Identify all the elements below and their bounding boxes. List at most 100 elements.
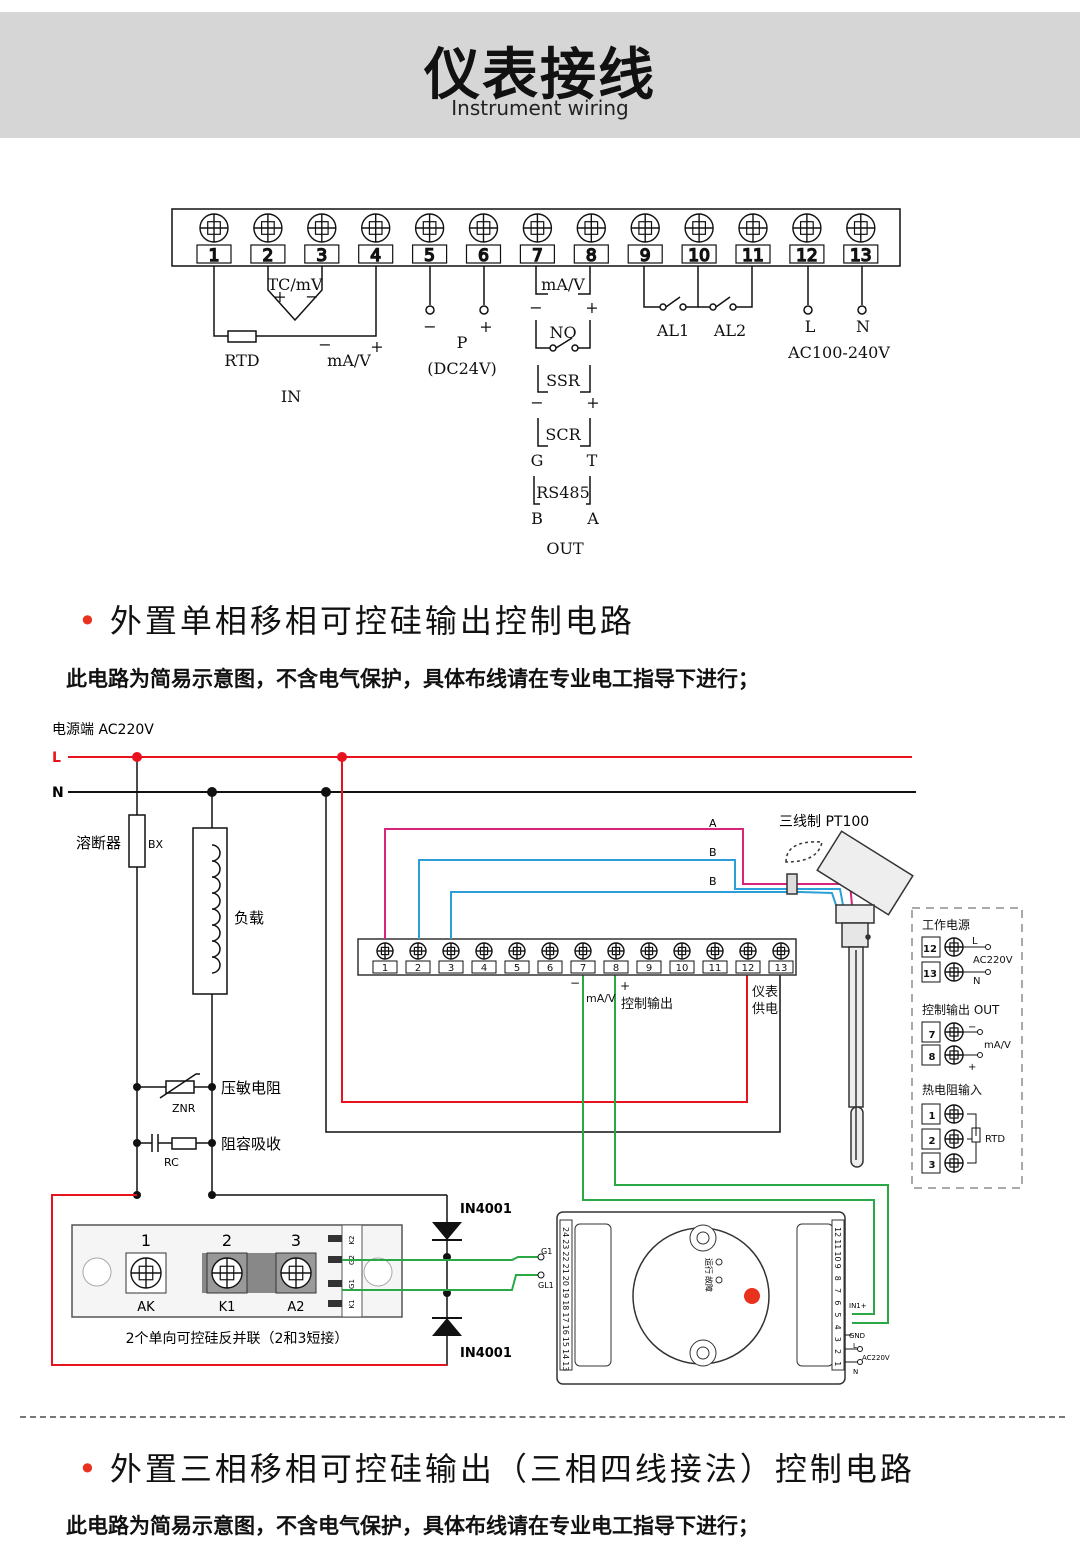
trigger-right-terminal-11: 11 bbox=[833, 1239, 842, 1249]
terminal-number-4: 4 bbox=[370, 246, 381, 266]
scr-label: SCR bbox=[545, 425, 581, 444]
scr-label-a2: A2 bbox=[287, 1300, 304, 1315]
in-ma-v: mA/V bbox=[327, 351, 371, 370]
instrument-terminal-1: 1 bbox=[382, 963, 388, 974]
trigger-left-terminal-22: 22 bbox=[561, 1251, 570, 1261]
legend-screw-1 bbox=[944, 1104, 964, 1124]
load-label: 负载 bbox=[234, 909, 264, 927]
section2-title-text: 外置三相移相可控硅输出（三相四线接法）控制电路 bbox=[109, 1450, 915, 1488]
inst-power-label-2: 供电 bbox=[752, 1002, 778, 1017]
legend-screw-2 bbox=[944, 1129, 964, 1149]
legend-screw-8 bbox=[944, 1045, 964, 1065]
terminal-screw-1 bbox=[199, 213, 229, 243]
diode-bottom-label: IN4001 bbox=[460, 1346, 512, 1361]
legend-ma-v: mA/V bbox=[984, 1040, 1011, 1051]
ctrl-plus: + bbox=[620, 979, 630, 993]
trigger-right-terminal-9: 9 bbox=[833, 1264, 842, 1269]
terminal-screw-10 bbox=[684, 213, 714, 243]
trigger-right-terminal-6: 6 bbox=[833, 1300, 842, 1305]
terminal-screw-7 bbox=[522, 213, 553, 243]
diode-top bbox=[432, 1222, 462, 1240]
terminal-screw-2 bbox=[253, 213, 283, 243]
legend-work-power: 工作电源 bbox=[922, 918, 970, 932]
znr-label: ZNR bbox=[172, 1102, 196, 1115]
instrument-screw-12 bbox=[739, 942, 757, 960]
scr-screw-1 bbox=[130, 1257, 162, 1289]
ctrl-ma-v: mA/V bbox=[586, 992, 616, 1005]
out-ma-v: mA/V bbox=[541, 275, 585, 294]
al2-label: AL2 bbox=[713, 321, 746, 340]
scr-term-2: 2 bbox=[222, 1231, 232, 1250]
instrument-screw-11 bbox=[706, 942, 724, 960]
terminal-number-7: 7 bbox=[532, 246, 543, 266]
legend-t1: 1 bbox=[929, 1111, 936, 1122]
line-n-label: N bbox=[52, 785, 64, 801]
section1-title: •外置单相移相可控硅输出控制电路 bbox=[78, 596, 635, 642]
p-plus: + bbox=[479, 317, 492, 336]
out-minus: − bbox=[529, 298, 542, 317]
legend-minus: − bbox=[968, 1022, 976, 1033]
terminal-screw-9 bbox=[630, 213, 660, 243]
legend-rtd-in: 热电阻输入 bbox=[922, 1082, 982, 1097]
terminal-screw-13 bbox=[846, 213, 876, 243]
legend-screw-12 bbox=[944, 937, 964, 957]
legend-screw-7 bbox=[944, 1022, 964, 1042]
legend-t3: 3 bbox=[929, 1160, 936, 1171]
trigger-left-terminal-23: 23 bbox=[561, 1239, 570, 1249]
terminal-number-1: 1 bbox=[209, 246, 220, 266]
scr-term-3: 3 bbox=[291, 1231, 301, 1250]
legend-ac220v: AC220V bbox=[973, 955, 1013, 966]
instrument-screw-7 bbox=[574, 942, 592, 960]
gnd-label: GND bbox=[849, 1332, 865, 1340]
ssr-label: SSR bbox=[546, 371, 581, 390]
rtd-label: RTD bbox=[224, 351, 259, 370]
terminal-number-11: 11 bbox=[742, 246, 764, 266]
instrument-terminal-6: 6 bbox=[547, 963, 553, 974]
terminal-screw-11 bbox=[738, 213, 768, 243]
section-divider bbox=[20, 1416, 1065, 1418]
instrument-terminal-5: 5 bbox=[514, 963, 520, 974]
legend-screw-13 bbox=[944, 962, 964, 982]
p-minus: − bbox=[423, 317, 436, 336]
scr-label-k1: K1 bbox=[219, 1300, 236, 1315]
dc24v-label: (DC24V) bbox=[427, 359, 496, 378]
diode-top-label: IN4001 bbox=[460, 1202, 512, 1217]
instrument-terminal-10: 10 bbox=[676, 963, 689, 974]
terminal-screw-3 bbox=[307, 213, 337, 243]
circuit-diagram: 电源端 AC220V L N bbox=[51, 722, 1023, 1385]
in-label: IN bbox=[281, 387, 301, 406]
in1-label: IN1+ bbox=[849, 1302, 867, 1310]
instrument-terminal-12: 12 bbox=[742, 963, 755, 974]
instrument-screw-9 bbox=[640, 942, 658, 960]
power-label: 电源端 AC220V bbox=[52, 722, 154, 738]
ac-label: AC100-240V bbox=[787, 343, 890, 362]
legend-l: L bbox=[972, 936, 978, 947]
trigger-left-terminal-14: 14 bbox=[561, 1349, 570, 1359]
bullet-icon: • bbox=[78, 1450, 100, 1488]
trigger-left-terminal-18: 18 bbox=[561, 1300, 570, 1310]
instrument-terminal-11: 11 bbox=[709, 963, 722, 974]
fuse-label: 溶断器 bbox=[76, 834, 121, 852]
trig-n-label: N bbox=[853, 1368, 858, 1376]
trigger-right-terminal-4: 4 bbox=[833, 1325, 842, 1330]
varistor-label: 压敏电阻 bbox=[221, 1079, 281, 1097]
terminal-number-10: 10 bbox=[688, 246, 710, 266]
g1-label: G1 bbox=[541, 1247, 552, 1256]
terminal-screw-4 bbox=[361, 213, 391, 243]
trigger-left-terminal-21: 21 bbox=[561, 1264, 570, 1274]
trigger-left-terminal-24: 24 bbox=[561, 1227, 570, 1237]
section2-title: •外置三相移相可控硅输出（三相四线接法）控制电路 bbox=[78, 1444, 915, 1490]
trigger-left-terminal-13: 13 bbox=[561, 1361, 570, 1371]
trig-text-1: 运行 bbox=[704, 1258, 714, 1274]
rs485-label: RS485 bbox=[536, 483, 590, 502]
scr-label-ak: AK bbox=[137, 1300, 155, 1315]
terminal-number-3: 3 bbox=[316, 246, 327, 266]
rc-absorb-label: 阻容吸收 bbox=[221, 1135, 281, 1153]
trig-ac-label: AC220V bbox=[862, 1354, 890, 1362]
in-minus: − bbox=[318, 335, 331, 354]
